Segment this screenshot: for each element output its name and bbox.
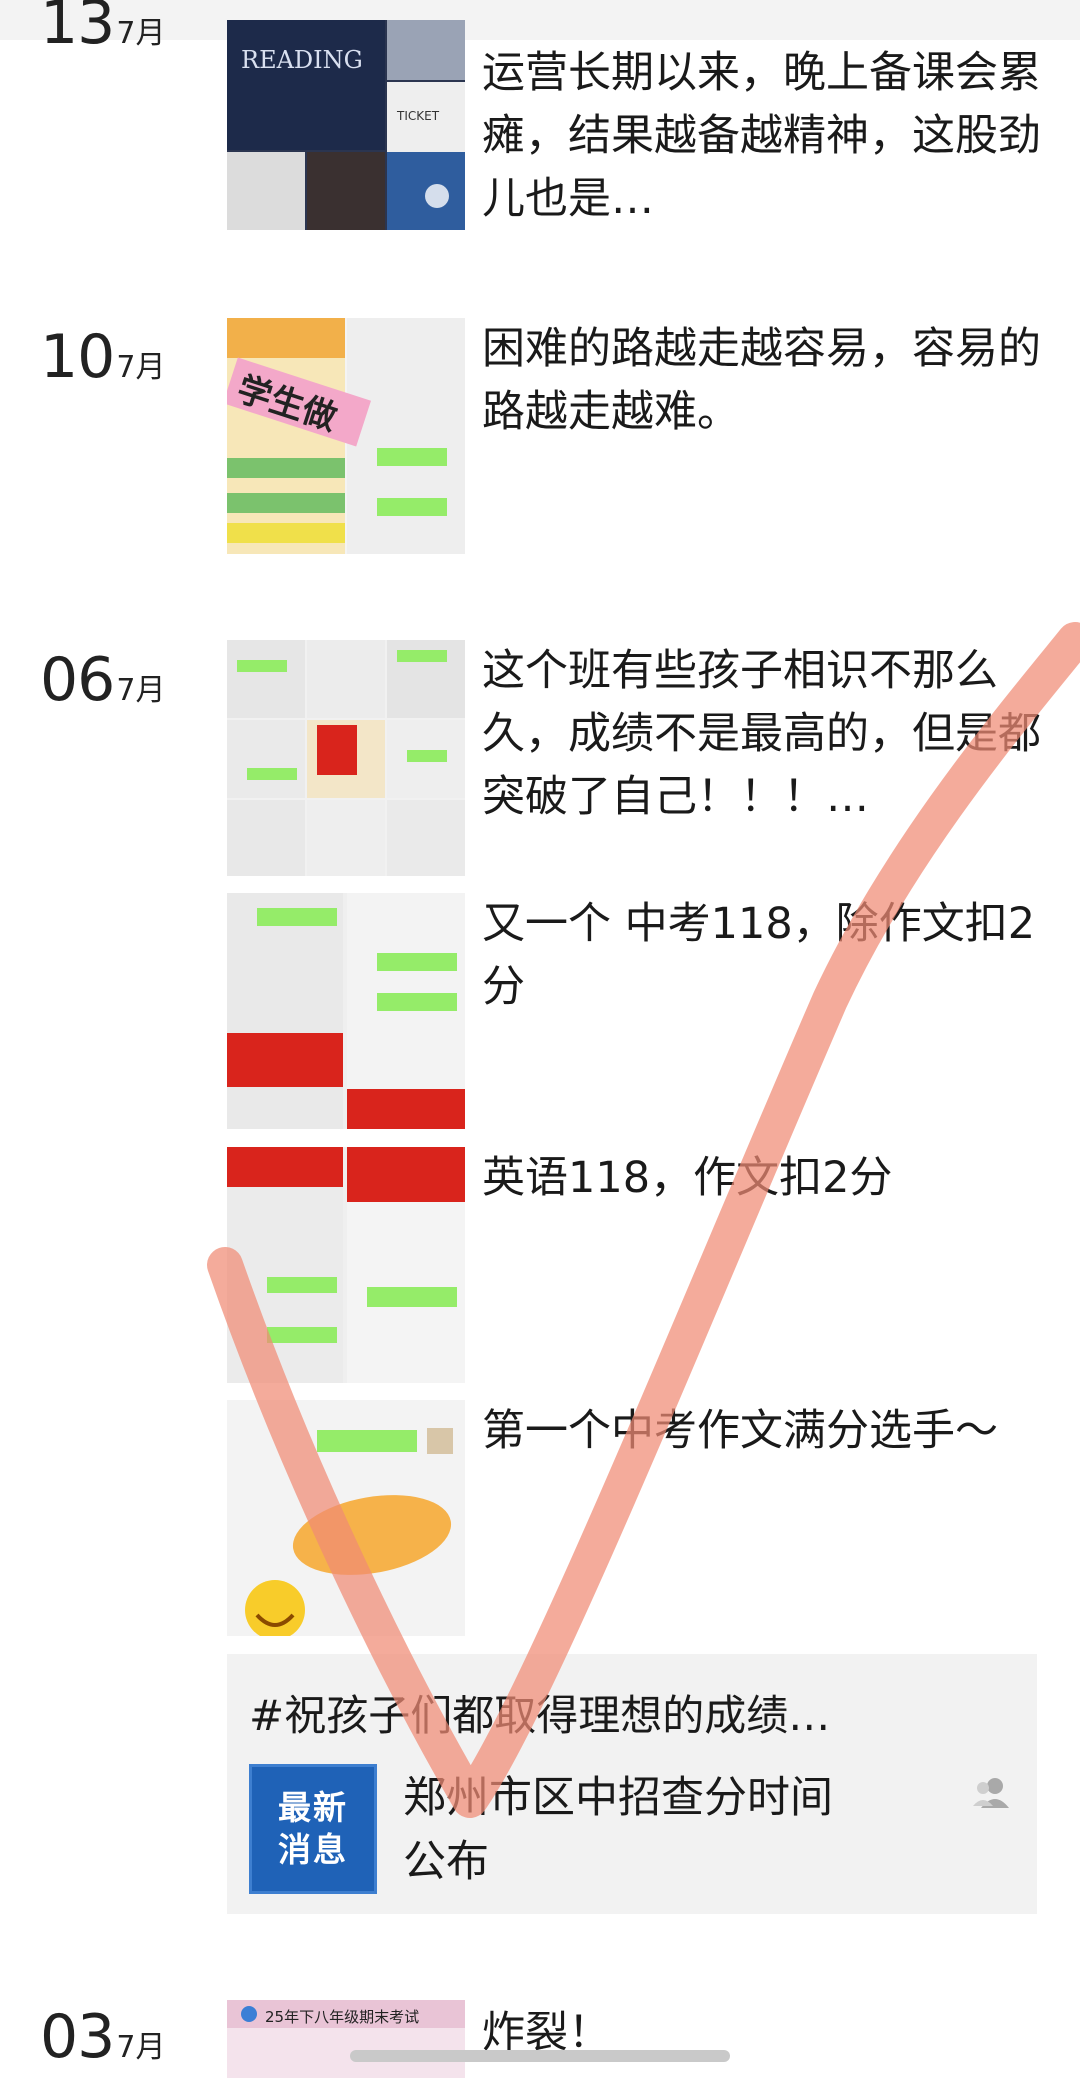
post-text[interactable]: 这个班有些孩子相识不那么久，成绩不是最高的，但是都突破了自己！！！… bbox=[482, 646, 1041, 822]
date-month: 7月 bbox=[116, 2030, 166, 2065]
share-thumb-line1: 最新 bbox=[278, 1788, 348, 1827]
date-month: 7月 bbox=[116, 673, 166, 708]
post-date: 06 7月 bbox=[40, 645, 165, 715]
share-title: 郑州市区中招查分时间公布 bbox=[403, 1773, 833, 1887]
svg-text:TICKET: TICKET bbox=[396, 109, 440, 123]
post-date: 13 7月 bbox=[40, 0, 165, 58]
post-text[interactable]: 困难的路越走越容易，容易的路越走越难。 bbox=[482, 324, 1041, 437]
post-text[interactable]: 炸裂！ bbox=[482, 2008, 611, 2058]
next-thumb-title: 25年下八年级期末考试 bbox=[265, 2008, 419, 2026]
date-month: 7月 bbox=[116, 16, 166, 51]
post-thumbnail[interactable]: READING TICKET bbox=[227, 20, 465, 230]
post-text[interactable]: 英语118，作文扣2分 bbox=[482, 1153, 893, 1203]
date-day: 13 bbox=[40, 0, 115, 58]
post-thumbnail[interactable]: 学生做 bbox=[227, 318, 465, 554]
shared-article-card[interactable]: #祝孩子们都取得理想的成绩… 最新 消息 郑州市区中招查分时间公布 bbox=[227, 1654, 1037, 1914]
post-text[interactable]: 又一个 中考118，除作文扣2分 bbox=[482, 899, 1036, 1012]
date-day: 03 bbox=[40, 2002, 115, 2072]
status-bar bbox=[0, 0, 1080, 40]
post-text[interactable]: 运营长期以来，晚上备课会累瘫，结果越备越精神，这股劲儿也是… bbox=[482, 48, 1041, 224]
post-thumbnail[interactable] bbox=[227, 893, 465, 1129]
post-text[interactable]: 第一个中考作文满分选手～ bbox=[482, 1406, 998, 1456]
post-date: 03 7月 bbox=[40, 2002, 165, 2072]
post-thumbnail[interactable] bbox=[227, 640, 465, 876]
share-caption: #祝孩子们都取得理想的成绩… bbox=[249, 1691, 831, 1740]
home-indicator[interactable] bbox=[350, 2050, 730, 2062]
post-date: 10 7月 bbox=[40, 322, 165, 392]
date-day: 10 bbox=[40, 322, 115, 392]
share-thumb-line2: 消息 bbox=[278, 1830, 348, 1869]
date-month: 7月 bbox=[116, 350, 166, 385]
share-thumbnail: 最新 消息 bbox=[249, 1764, 377, 1894]
thumb-reading-text: READING bbox=[241, 46, 363, 74]
user-icon bbox=[973, 1778, 1009, 1808]
post-thumbnail[interactable] bbox=[227, 1147, 465, 1383]
date-day: 06 bbox=[40, 645, 115, 715]
post-thumbnail[interactable] bbox=[227, 1400, 465, 1636]
post-thumbnail[interactable]: 25年下八年级期末考试 bbox=[227, 2000, 465, 2078]
